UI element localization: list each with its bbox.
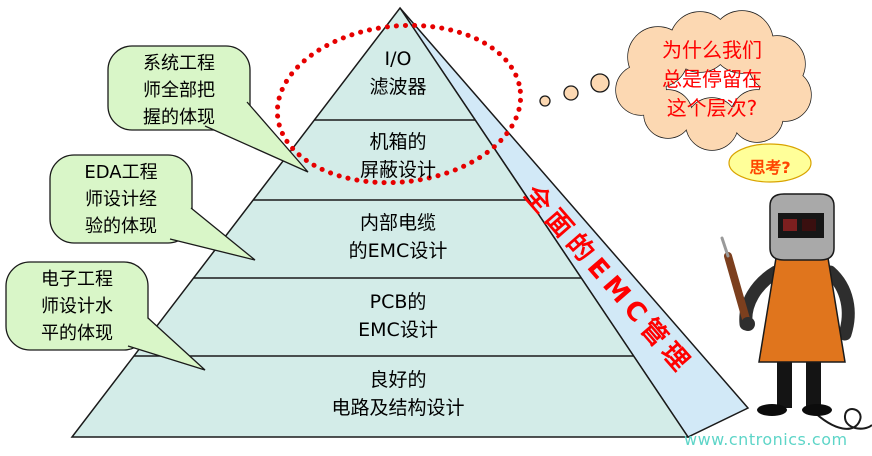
welder-hand — [741, 317, 755, 331]
level-dividers — [134, 119, 634, 357]
level-2-line-1: 机箱的 — [369, 131, 427, 153]
pyramid-level-1-label: I/O 滤波器 — [248, 45, 548, 101]
callout-eda-engineer: EDA工程 师设计经 验的体现 — [50, 159, 192, 240]
level-2-line-2: 屏蔽设计 — [359, 159, 436, 181]
callout-tail-3 — [127, 317, 206, 371]
level-5-line-1: 良好的 — [369, 369, 427, 391]
level-4-line-2: EMC设计 — [358, 319, 438, 341]
welder-leg-right — [806, 358, 821, 408]
callout-system-engineer: 系统工程 师全部把 握的体现 — [108, 50, 250, 131]
thought-cloud-fill — [616, 11, 811, 150]
level-1-line-2: 滤波器 — [369, 76, 427, 98]
callout-1-line-2: 师全部把 — [143, 80, 215, 101]
thought-line-2: 总是停留在 — [662, 67, 762, 91]
welding-cable — [811, 408, 872, 430]
welder-shoe-right — [802, 404, 832, 416]
think-label: 思考? — [749, 158, 791, 177]
pyramid-front-face — [70, 6, 690, 438]
callout-bubble-3 — [5, 261, 149, 351]
thought-trail-circles — [539, 73, 610, 107]
callout-2-line-3: 验的体现 — [85, 216, 157, 237]
level-3-line-2: 的EMC设计 — [348, 240, 448, 262]
callout-tail-1 — [204, 101, 309, 173]
callout-electronics-engineer: 电子工程 师设计水 平的体现 — [6, 266, 148, 347]
thought-line-3: 这个层次? — [666, 96, 758, 120]
callout-1-line-3: 握的体现 — [143, 107, 215, 128]
callout-bubbles — [5, 45, 309, 371]
welding-torch-tip — [720, 236, 730, 258]
welding-torch — [724, 252, 752, 330]
pyramid-level-4-label: PCB的 EMC设计 — [248, 288, 548, 344]
callout-1-line-1: 系统工程 — [143, 53, 215, 74]
level-5-line-2: 电路及结构设计 — [331, 397, 465, 419]
callout-bubble-1 — [107, 45, 251, 131]
highlight-ellipse — [274, 22, 524, 186]
pyramid-level-2-label: 机箱的 屏蔽设计 — [248, 128, 548, 184]
level-4-line-1: PCB的 — [369, 291, 427, 313]
level-3-line-1: 内部电缆 — [359, 212, 436, 234]
watermark-text: www.cntronics.com — [684, 430, 848, 449]
callout-2-line-2: 师设计经 — [85, 189, 157, 210]
welder-visor-lens-right — [802, 219, 816, 231]
welder-cartoon — [720, 193, 872, 430]
thought-bubble-text: 为什么我们 总是停留在 这个层次? — [622, 36, 802, 123]
callout-bubble-2 — [49, 154, 193, 244]
welder-visor-lens-left — [783, 219, 797, 231]
level-1-line-1: I/O — [384, 48, 412, 70]
thought-line-1: 为什么我们 — [662, 38, 762, 62]
welder-leg-left — [777, 358, 792, 408]
callout-3-line-2: 师设计水 — [41, 296, 113, 317]
think-bubble — [728, 143, 812, 183]
pyramid-level-5-label: 良好的 电路及结构设计 — [248, 366, 548, 422]
callout-2-line-1: EDA工程 — [84, 162, 158, 183]
pyramid-level-3-label: 内部电缆 的EMC设计 — [248, 209, 548, 265]
callout-3-line-3: 平的体现 — [41, 323, 113, 344]
callout-tail-2 — [169, 207, 256, 261]
welder-arm-right — [823, 265, 855, 341]
welder-shoe-left — [757, 404, 787, 416]
callout-3-line-1: 电子工程 — [41, 269, 113, 290]
